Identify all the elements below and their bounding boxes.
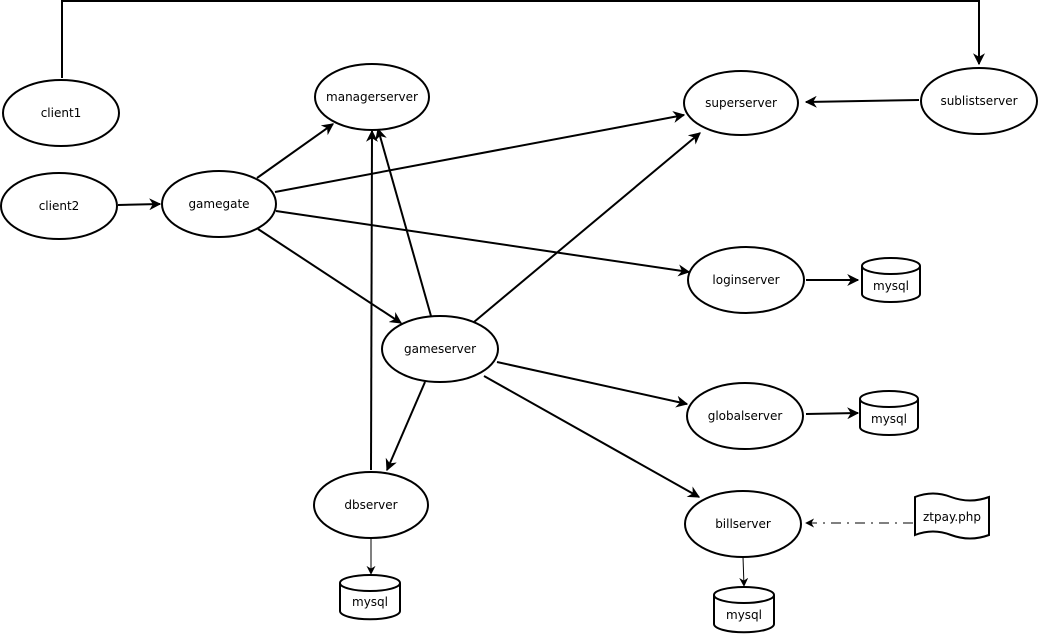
- edge-dbserver-managerserver: [365, 129, 378, 471]
- node-label: billserver: [715, 517, 771, 531]
- node-label: superserver: [705, 96, 777, 110]
- edge-gameserver-dbserver: [385, 381, 426, 472]
- node-billserver[interactable]: billserver: [684, 490, 802, 558]
- database-label: mysql: [873, 279, 909, 293]
- node-client1[interactable]: client1: [2, 79, 120, 147]
- node-superserver[interactable]: superserver: [683, 70, 799, 136]
- edge-globalserver-mysql: [805, 407, 860, 420]
- node-client2[interactable]: client2: [0, 172, 118, 240]
- database-label: mysql: [871, 412, 907, 426]
- node-label: gamegate: [188, 197, 249, 211]
- node-sublistserver[interactable]: sublistserver: [920, 67, 1038, 135]
- database-global-mysql[interactable]: mysql: [859, 390, 919, 436]
- database-label: mysql: [726, 608, 762, 622]
- node-label: gameserver: [404, 342, 476, 356]
- node-gamegate[interactable]: gamegate: [161, 170, 277, 238]
- edge-gameserver-globalserver: [496, 361, 689, 408]
- node-label: ztpay.php: [923, 510, 981, 524]
- edge-gamegate-gameserver: [257, 228, 403, 324]
- node-globalserver[interactable]: globalserver: [686, 382, 804, 450]
- node-managerserver[interactable]: managerserver: [314, 63, 430, 131]
- node-label: dbserver: [344, 498, 397, 512]
- node-label: client1: [41, 106, 82, 120]
- node-gameserver[interactable]: gameserver: [381, 315, 499, 383]
- database-bill-mysql[interactable]: mysql: [713, 586, 775, 634]
- edge-gamegate-loginserver: [275, 210, 691, 277]
- database-login-mysql[interactable]: mysql: [861, 257, 921, 303]
- edge-billserver-mysql: [739, 556, 749, 587]
- node-dbserver[interactable]: dbserver: [313, 471, 429, 539]
- node-label: globalserver: [708, 409, 783, 423]
- node-label: sublistserver: [940, 94, 1017, 108]
- node-label: client2: [39, 199, 80, 213]
- database-db-mysql[interactable]: mysql: [339, 574, 401, 621]
- database-label: mysql: [352, 595, 388, 609]
- edge-client2-gamegate: [117, 198, 162, 211]
- node-loginserver[interactable]: loginserver: [687, 246, 805, 314]
- edge-client1-sublistserver: [61, 0, 985, 78]
- edge-sublistserver-superserver: [804, 95, 920, 108]
- edge-gameserver-billserver: [483, 375, 701, 498]
- edge-gamegate-superserver: [274, 111, 686, 193]
- node-label: loginserver: [712, 273, 779, 287]
- node-ztpay-php[interactable]: ztpay.php: [914, 492, 990, 540]
- edges: [61, 0, 985, 587]
- node-label: managerserver: [326, 90, 418, 104]
- edge-gameserver-superserver: [473, 132, 701, 323]
- edge-gamegate-managerserver: [256, 123, 334, 179]
- edge-gameserver-managerserver: [375, 127, 432, 317]
